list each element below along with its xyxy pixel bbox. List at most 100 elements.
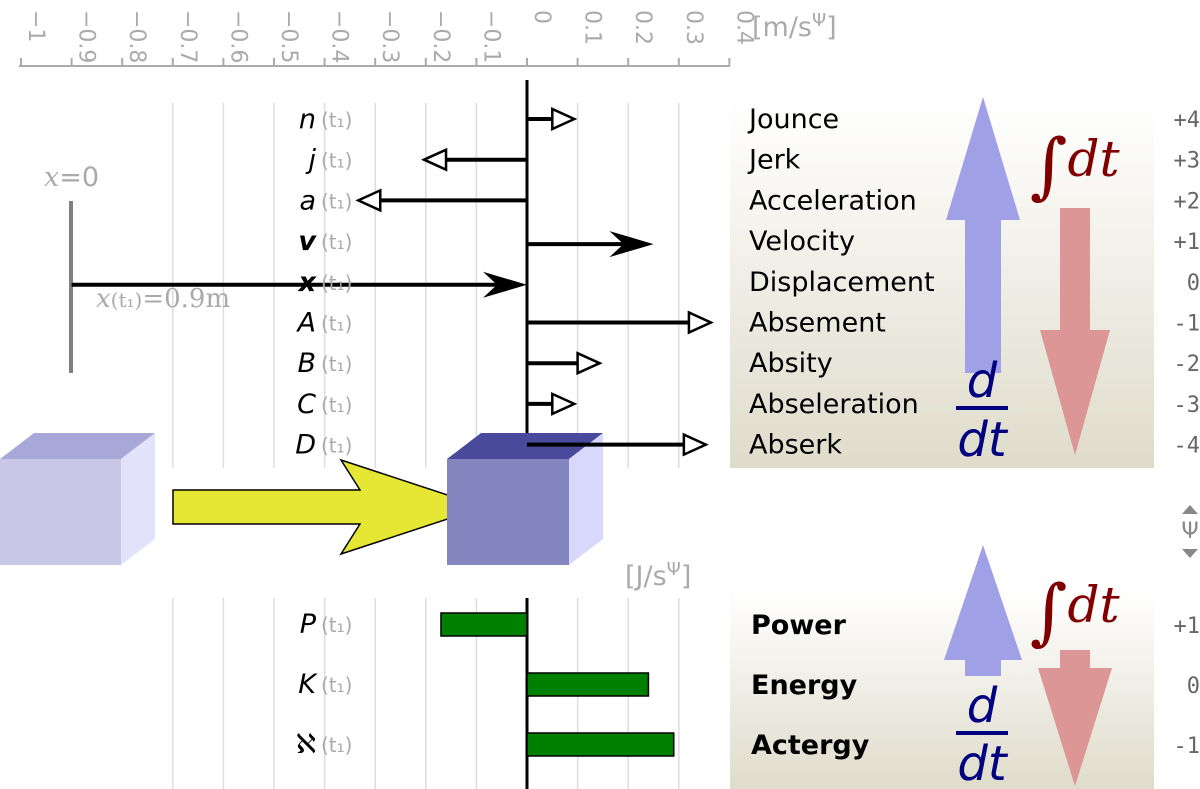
- energy-time-arg: (t₁): [321, 733, 352, 757]
- energy-integral-operator: ∫dt: [1030, 569, 1121, 653]
- scale-tick-label: −0.5: [276, 10, 301, 63]
- name-acceleration: Acceleration: [749, 185, 917, 216]
- row-time-arg: (t₁): [321, 189, 352, 213]
- energy-label-power: P: [300, 609, 317, 640]
- kinematic-row-labels: n(t₁)j(t₁)a(t₁)v(t₁)x(t₁)A(t₁)B(t₁)C(t₁)…: [295, 104, 352, 461]
- energy-integral-sign: ∫: [1030, 569, 1068, 653]
- scale-tick-label: −0.9: [74, 10, 99, 63]
- power-acceleration: +2: [1174, 189, 1200, 214]
- initial-cube-top: [0, 433, 155, 459]
- initial-cube-side: [121, 433, 155, 565]
- energy-time-arg: (t₁): [321, 673, 352, 697]
- power-absity: -2: [1174, 352, 1200, 377]
- scale-tick-label: 0: [529, 10, 554, 24]
- position-label-arg: (t₁): [111, 288, 143, 312]
- scale-tick-label: −0.7: [175, 10, 200, 63]
- kinematic-names: JounceJerkAccelerationVelocityDisplaceme…: [747, 104, 935, 461]
- energy-integral-dt: dt: [1068, 576, 1121, 634]
- row-label-jerk: j: [304, 145, 316, 176]
- scale-tick-label: −0.2: [428, 10, 453, 63]
- power-jerk: +3: [1174, 149, 1200, 174]
- scale-tick-label: 0.2: [630, 10, 655, 45]
- kinematics-panel: JounceJerkAccelerationVelocityDisplaceme…: [730, 97, 1154, 468]
- initial-cube-front: [0, 459, 121, 565]
- psi-down-icon[interactable]: [1182, 549, 1198, 558]
- name-absement: Absement: [749, 308, 886, 339]
- psi-stepper[interactable]: Ψ: [1181, 505, 1199, 558]
- row-time-arg: (t₁): [321, 393, 352, 417]
- derivative-numerator: d: [967, 353, 998, 409]
- energy-section: [J/sΨ] P(t₁)K(t₁)ℵ(t₁) PowerEnergyActerg…: [172, 545, 1200, 789]
- scale-tick-label: 0.3: [681, 10, 706, 45]
- arrowhead-a: [355, 188, 382, 213]
- scale-unit-sup: Ψ: [812, 10, 826, 31]
- name-jerk: Jerk: [747, 145, 801, 176]
- scale-unit-open: [m/s: [752, 12, 812, 43]
- energy-unit-close: ]: [681, 561, 692, 592]
- row-label-abseleration: C: [297, 389, 316, 420]
- energy-derivative-numerator: d: [967, 678, 998, 734]
- moved-cube-side: [569, 433, 603, 565]
- abserk-arrow-overlay: [527, 432, 709, 457]
- motion-arrow-icon: [172, 458, 487, 556]
- row-time-arg: (t₁): [321, 149, 352, 173]
- energy-name-actergy: Actergy: [751, 730, 870, 761]
- name-absity: Absity: [749, 348, 833, 379]
- row-time-arg: (t₁): [321, 230, 352, 254]
- energy-power-energy: 0: [1187, 674, 1200, 699]
- integral-down-arrow: [1040, 208, 1110, 455]
- row-label-displacement: x: [297, 267, 318, 298]
- row-label-absity: B: [297, 348, 316, 379]
- psi-up-icon[interactable]: [1182, 505, 1198, 514]
- energy-unit-open: [J/s: [625, 561, 667, 592]
- arrowhead-n: [551, 107, 578, 131]
- energy-integral-down-arrow: [1038, 650, 1112, 786]
- energy-name-power: Power: [751, 610, 847, 641]
- scale-tick-label: −0.4: [327, 10, 352, 63]
- origin-label-rest: =0: [59, 162, 99, 193]
- name-jounce: Jounce: [747, 104, 839, 135]
- integral-sign: ∫: [1030, 123, 1068, 207]
- energy-label-energy: K: [298, 669, 318, 700]
- power-jounce: +4: [1174, 108, 1200, 133]
- energy-unit-label: [J/sΨ]: [625, 559, 691, 592]
- name-abserk: Abserk: [749, 430, 842, 461]
- row-time-arg: (t₁): [321, 434, 352, 458]
- position-label-var: x: [96, 284, 111, 314]
- power-absement: -1: [1174, 312, 1200, 337]
- origin-label-var: x: [44, 162, 59, 193]
- row-label-velocity: v: [298, 226, 317, 257]
- kinematic-powers: +4+3+2+10-1-2-3-4: [1174, 108, 1200, 459]
- energy-row-labels: P(t₁)K(t₁)ℵ(t₁): [296, 609, 353, 760]
- row-time-arg: (t₁): [321, 271, 352, 295]
- energy-bar-energy: [526, 672, 650, 697]
- name-abseleration: Abseleration: [749, 389, 919, 420]
- psi-label: Ψ: [1181, 519, 1198, 544]
- moved-cube-front: [447, 459, 569, 565]
- scale-tick-label: −0.3: [377, 10, 402, 63]
- scale-tick-label: −0.1: [478, 10, 503, 63]
- energy-bars: [440, 612, 675, 757]
- power-abserk: -4: [1174, 434, 1200, 459]
- derivative-denominator: dt: [957, 412, 1008, 468]
- initial-cube: [0, 433, 155, 565]
- moved-cube: [447, 433, 603, 565]
- energy-bar-actergy: [526, 732, 675, 757]
- arrowhead-v: [609, 231, 654, 258]
- origin-marker: x=0: [44, 162, 99, 373]
- arrowhead-A: [687, 310, 714, 335]
- energy-powers: +10-1: [1174, 614, 1200, 759]
- energy-time-arg: (t₁): [321, 613, 352, 637]
- name-velocity: Velocity: [749, 226, 855, 257]
- scale-tick-label: −1: [23, 10, 48, 42]
- moved-cube-top: [447, 433, 603, 459]
- origin-label: x=0: [44, 162, 99, 193]
- kinematic-arrows: [71, 107, 714, 416]
- row-time-arg: (t₁): [321, 108, 352, 132]
- power-abseleration: -3: [1174, 393, 1200, 418]
- scale-tick-label: 0.1: [580, 10, 605, 45]
- energy-label-actergy: ℵ: [296, 729, 316, 760]
- power-displacement: 0: [1187, 271, 1200, 296]
